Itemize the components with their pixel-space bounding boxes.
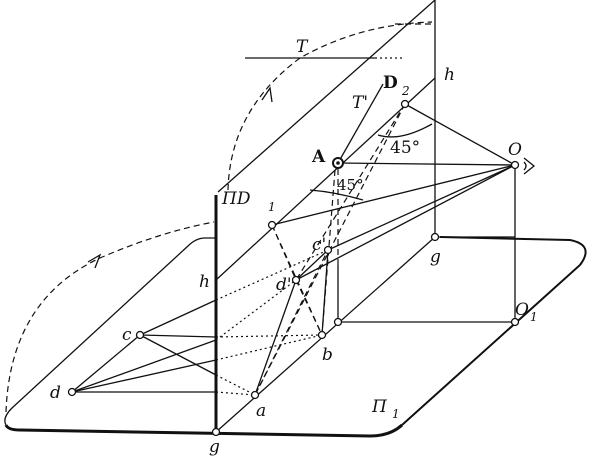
label-O1: O: [515, 300, 529, 320]
label-c-prime: c': [312, 235, 326, 255]
label-PiD1-sub: 1: [268, 200, 276, 214]
point-foot: [333, 317, 343, 327]
line-d-b: [71, 359, 217, 393]
label-a: a: [256, 401, 266, 421]
line-d-a-dotted: [215, 391, 256, 396]
arrow-top: [261, 86, 273, 103]
ray-c-O: [327, 164, 516, 251]
point-dprime: [291, 275, 301, 285]
point-D1: [267, 220, 277, 230]
ground-plane-front-edge: [4, 423, 404, 438]
point-d: [67, 387, 77, 397]
angle-arc-mid: [309, 189, 364, 201]
label-D2: D: [383, 73, 398, 93]
label-T: T: [296, 37, 309, 57]
angle-arc-top: [377, 123, 433, 138]
label-g-bottom: g: [209, 437, 220, 457]
picture-plane-top-edge: [217, 0, 436, 193]
dash-D2-dprime: [295, 103, 406, 281]
line-D1-O: [271, 164, 516, 226]
ray-d-O: [295, 164, 516, 281]
point-a: [250, 390, 260, 400]
label-c: c: [122, 325, 132, 345]
line-T-prime: [337, 83, 384, 164]
rotation-arc-top: [227, 21, 433, 191]
point-cprime: [323, 245, 333, 255]
label-D2-sub: 2: [401, 84, 410, 98]
point-c: [135, 330, 145, 340]
label-T-prime: T': [352, 93, 368, 113]
label-PiD1: ΠD: [221, 189, 251, 209]
label-d: d: [50, 383, 61, 403]
line-a-dprime: [254, 279, 297, 396]
label-angle-mid: 45°: [337, 176, 364, 194]
ray-c-plane: [139, 299, 217, 336]
rotation-arc-left: [5, 221, 215, 413]
line-d-c: [71, 334, 141, 393]
line-A-O: [337, 162, 516, 166]
line-c-a: [139, 334, 217, 376]
line-c-b-dotted: [215, 334, 323, 338]
label-h-left: h: [199, 272, 210, 292]
label-O1-sub: 1: [530, 310, 538, 324]
ray-d-dotted: [215, 279, 297, 341]
point-g-bottom: [211, 427, 221, 437]
label-b: b: [322, 345, 333, 365]
dash-dprime-b: [295, 279, 323, 336]
line-d-b-dotted: [215, 334, 323, 361]
eye-icon: [523, 157, 536, 175]
ground-plane-outline: [4, 237, 216, 426]
points: [67, 99, 520, 437]
dash-D1-dprime: [271, 224, 297, 281]
horizon-line: [215, 77, 436, 281]
dash-a-cprime: [254, 249, 329, 396]
arrow-left: [87, 253, 102, 269]
ray-c-dotted: [215, 249, 329, 301]
label-Pi1: Π: [371, 397, 388, 417]
ray-d-plane: [71, 339, 217, 393]
point-A-center: [336, 161, 340, 165]
line-D2-O: [404, 103, 516, 166]
line-c-a-dotted: [215, 374, 256, 396]
label-g-right: g: [430, 247, 441, 267]
point-b: [317, 330, 327, 340]
ground-plane-right-edge: [401, 236, 587, 426]
label-d-prime: d': [276, 275, 292, 295]
point-D2: [400, 99, 410, 109]
label-A: A: [311, 147, 326, 167]
label-h-top: h: [444, 65, 455, 85]
line-dprime-cprime: [295, 249, 329, 281]
label-angle-top: 45°: [390, 138, 420, 158]
point-O1: [510, 317, 520, 327]
label-O: O: [508, 140, 522, 160]
line-c-horizontal: [139, 334, 217, 338]
point-g-right: [430, 232, 440, 242]
point-O: [510, 160, 520, 170]
label-Pi1-sub: 1: [392, 407, 400, 421]
